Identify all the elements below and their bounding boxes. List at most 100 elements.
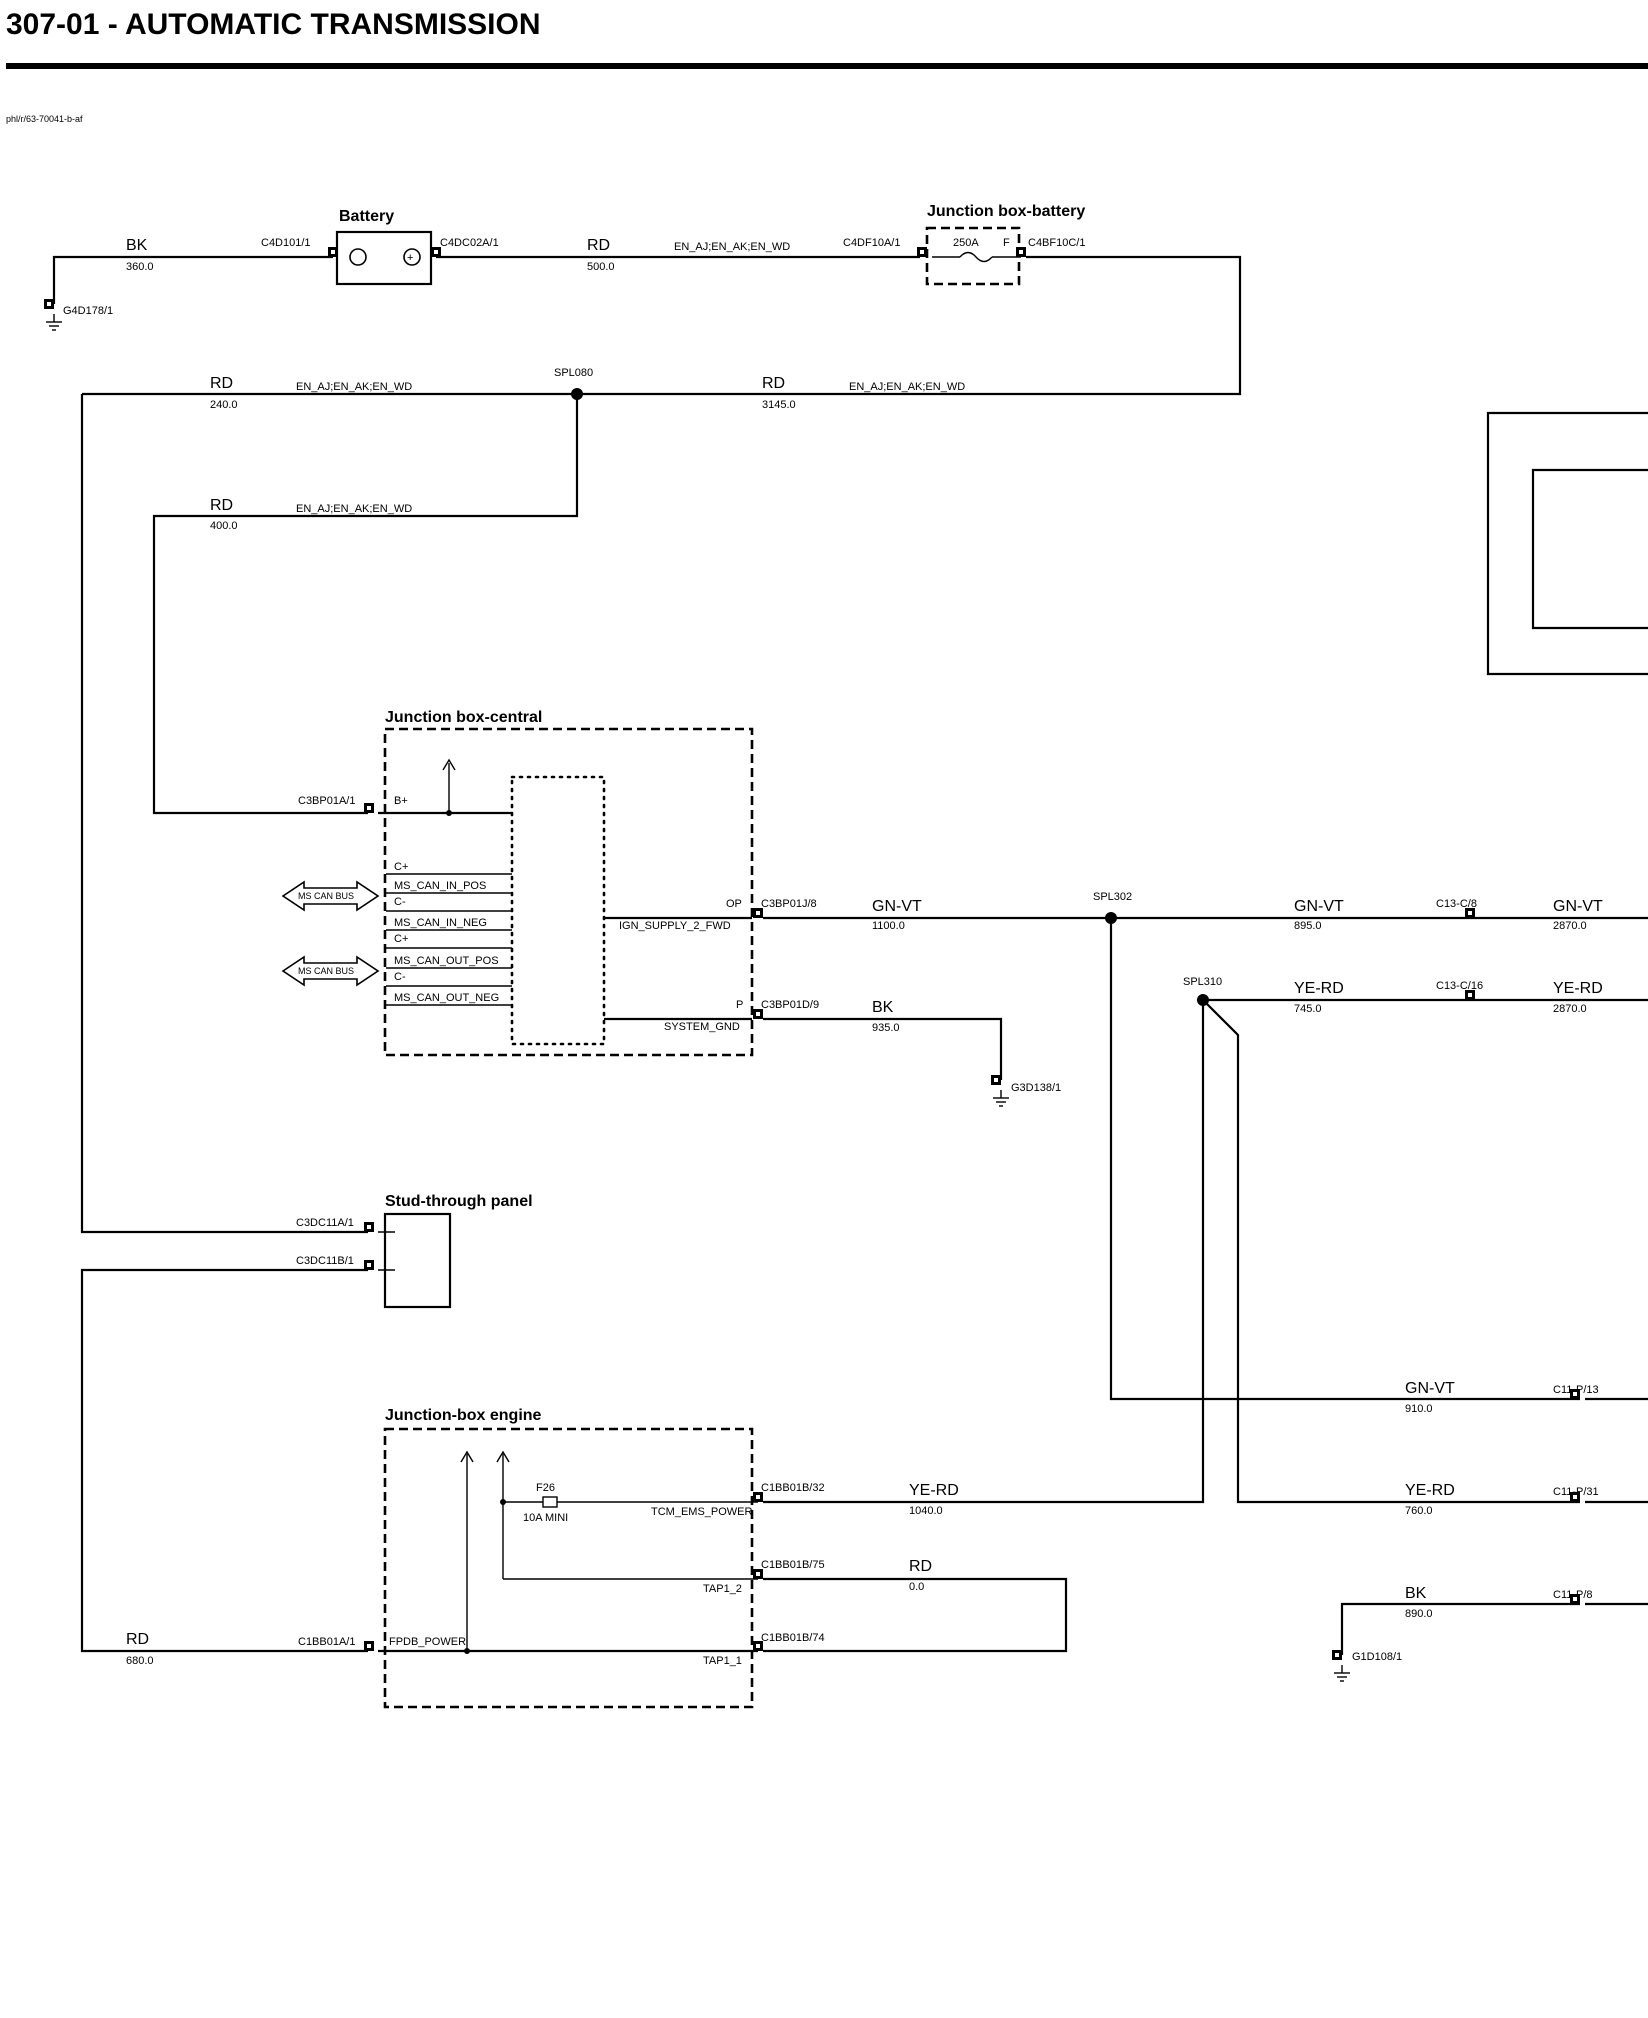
wire-bk-935 [763, 1017, 1003, 1080]
wire-bk-890 [1340, 1602, 1580, 1655]
connector-pin [991, 1075, 1001, 1085]
ms-can-bus-arrow: MS CAN BUS [281, 955, 380, 987]
connector-pin [1016, 247, 1026, 257]
wire-length: 500.0 [587, 261, 615, 273]
connector-pin [364, 803, 374, 813]
connector-label: C1BB01B/32 [761, 1482, 825, 1494]
diagram-id: phl/r/63-70041-b-af [6, 114, 83, 124]
stud-through-panel: Stud-through panel [364, 1193, 533, 1309]
wire-color: BK [126, 237, 148, 254]
connector-pin [364, 1641, 374, 1651]
connector-label: C4BF10C/1 [1028, 237, 1085, 249]
ground-label: G3D138/1 [1011, 1082, 1061, 1094]
junction-box-central: Junction box-central C3BP01A/1 B+ C+ MS_… [298, 709, 754, 1057]
battery-label: Battery [339, 208, 394, 225]
connector-label: C13-C/16 [1436, 980, 1483, 992]
connector-pin [328, 247, 338, 257]
pin-label: B+ [394, 795, 408, 807]
bus-label: MS CAN BUS [298, 891, 354, 901]
wire-color: BK [872, 999, 894, 1016]
wire-color: RD [126, 1631, 149, 1648]
connector-pin [364, 1260, 374, 1270]
wire-color: YE-RD [1553, 980, 1603, 997]
wire-length: 1040.0 [909, 1505, 943, 1517]
battery: Battery + [335, 208, 433, 286]
connector-label: C3BP01J/8 [761, 898, 817, 910]
wire-length: 1100.0 [872, 920, 905, 932]
wire-color: GN-VT [1294, 898, 1344, 915]
junction-box-battery: Junction box-battery 250A F [917, 203, 1085, 286]
pin-label: TAP1_1 [703, 1655, 742, 1667]
splice-label: SPL310 [1183, 976, 1222, 988]
wire-color: YE-RD [1294, 980, 1344, 997]
fuse-icon [542, 1496, 558, 1508]
connector-label: C1BB01B/75 [761, 1559, 825, 1571]
fuse-rating: 10A MINI [523, 1512, 568, 1524]
junction-box-engine: Junction-box engine FPDB_POWER F26 10A M… [364, 1407, 758, 1709]
connector-pin [364, 1222, 374, 1232]
wire-variant: EN_AJ;EN_AK;EN_WD [296, 381, 412, 393]
ground-label: G1D108/1 [1352, 1651, 1402, 1663]
connector-pin [1465, 990, 1475, 1000]
ground-label: G4D178/1 [63, 305, 113, 317]
connector-label: C4DF10A/1 [843, 237, 900, 249]
wire-color: GN-VT [1405, 1380, 1455, 1397]
wire-color: GN-VT [872, 898, 922, 915]
connector-label: C3BP01D/9 [761, 999, 819, 1011]
wire-variant: EN_AJ;EN_AK;EN_WD [296, 503, 412, 515]
ms-can-bus-arrow: MS CAN BUS [281, 880, 380, 912]
wire-color: RD [210, 375, 233, 392]
fuse-icon [959, 251, 993, 263]
pin-label: C- [394, 971, 406, 983]
ground-icon [993, 1090, 1009, 1107]
pin-label: FPDB_POWER [389, 1636, 466, 1648]
pin-label: MS_CAN_IN_NEG [394, 917, 487, 929]
wire-ye-rd-1040 [763, 1000, 1205, 1504]
connector-pin [1332, 1650, 1342, 1660]
connector-pin [1570, 1389, 1580, 1399]
wire-length: 400.0 [210, 520, 238, 532]
fuse-name: F26 [536, 1482, 555, 1494]
connector-label: C3BP01A/1 [298, 795, 355, 807]
wire-length: 895.0 [1294, 920, 1322, 932]
wire-length: 240.0 [210, 399, 238, 411]
connector-label: C3DC11B/1 [296, 1255, 354, 1267]
connector-label: C4DC02A/1 [440, 237, 499, 249]
wire-color: YE-RD [1405, 1482, 1455, 1499]
wire-color: RD [762, 375, 785, 392]
pin-label: C+ [394, 861, 408, 873]
wire-length: 890.0 [1405, 1608, 1433, 1620]
connector-label: C4D101/1 [261, 237, 311, 249]
page-title: 307-01 - AUTOMATIC TRANSMISSION [6, 8, 541, 41]
pin-label: C- [394, 896, 406, 908]
connector-label: C3DC11A/1 [296, 1217, 354, 1229]
wire-rd-240-down [80, 394, 368, 1234]
battery-positive-terminal [403, 248, 421, 266]
pin-label: MS_CAN_OUT_NEG [394, 992, 499, 1004]
battery-negative-terminal [349, 248, 367, 266]
wire-color: YE-RD [909, 1482, 959, 1499]
splice-label: SPL080 [554, 367, 593, 379]
pin-label: OP [726, 898, 742, 910]
fuse-rating: 250A [953, 237, 979, 249]
wire-length: 935.0 [872, 1022, 900, 1034]
connector-label: C13-C/8 [1436, 898, 1477, 910]
ground-icon [1334, 1665, 1350, 1682]
wire-bk-360 [52, 255, 333, 304]
title-rule [6, 63, 1648, 69]
connector-pin [1570, 1492, 1580, 1502]
wire-color: BK [1405, 1585, 1427, 1602]
connector-label: C1BB01A/1 [298, 1636, 355, 1648]
connector-pin [917, 247, 927, 257]
wire-length: 760.0 [1405, 1505, 1433, 1517]
splice-label: SPL302 [1093, 891, 1132, 903]
connector-label: C1BB01B/74 [761, 1632, 825, 1644]
wire-length: 0.0 [909, 1581, 924, 1593]
connector-pin [44, 299, 54, 309]
junction-box-battery-label: Junction box-battery [927, 203, 1085, 220]
wire-variant: EN_AJ;EN_AK;EN_WD [674, 241, 790, 253]
wire-rd-0 [763, 1577, 1068, 1653]
pin-label: MS_CAN_OUT_POS [394, 955, 499, 967]
pin-label: P [736, 999, 743, 1011]
